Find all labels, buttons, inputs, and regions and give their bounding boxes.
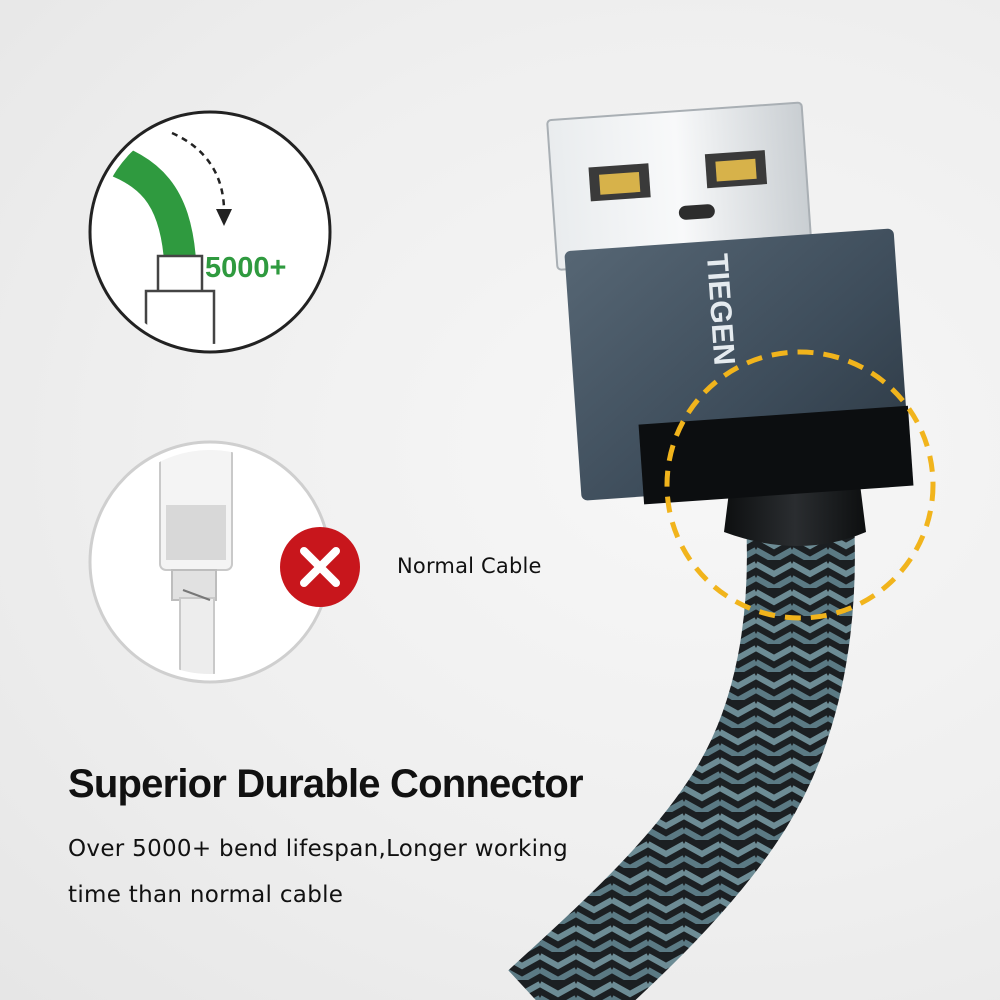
description-line-1: Over 5000+ bend lifespan,Longer working bbox=[68, 836, 569, 862]
braided-cable bbox=[508, 517, 855, 1000]
bend-arrow-icon bbox=[171, 131, 226, 216]
headline: Superior Durable Connector bbox=[68, 762, 584, 806]
normal-cable-circle bbox=[88, 440, 360, 684]
normal-cable-label: Normal Cable bbox=[397, 554, 542, 578]
usb-plug: TIEGEN bbox=[546, 101, 914, 505]
bend-count: 5000+ bbox=[205, 252, 286, 284]
highlight-ring bbox=[664, 349, 936, 621]
description-line-2: time than normal cable bbox=[68, 882, 344, 908]
brand-logo: TIEGEN bbox=[700, 253, 741, 367]
reject-x-icon bbox=[280, 527, 360, 607]
bend-test-circle: 5000+ bbox=[88, 110, 332, 354]
usb-cable: TIEGEN bbox=[508, 101, 936, 1000]
